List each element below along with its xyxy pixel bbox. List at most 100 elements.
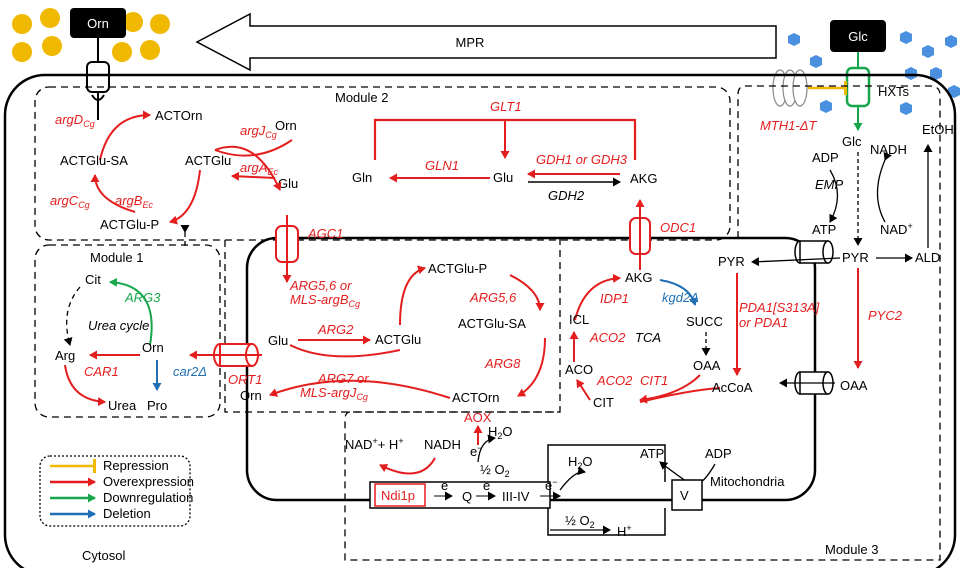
mito-arg8: ARG8 [484,356,521,371]
resp-atp: ATP [640,446,664,461]
orn-transporter-icon [86,61,110,93]
m2-argd: argDCg [55,112,95,129]
mito-pda1a: PDA1[S313A] [739,300,820,315]
mito-icl: ICL [569,312,589,327]
resp-iiiiv: III-IV [502,489,530,504]
mito-arg7: ARG7 or [317,371,369,386]
m3-emp: EMP [815,177,844,192]
resp-aox: AOX [464,410,492,425]
mito-actorn: ACTOrn [452,390,499,405]
mito-orn: Orn [240,388,262,403]
m2-glu: Glu [278,176,298,191]
mito-aco: ACO [565,362,593,377]
m3-nadh: NADH [870,142,907,157]
resp-adp: ADP [705,446,732,461]
m2-actorn: ACTOrn [155,108,202,123]
resp-halfo2-b: ½ O2 [565,513,595,530]
m3-etoh: EtOH [922,122,954,137]
m1-cit: Cit [85,272,101,287]
mito-mlsargb: MLS-argBCg [290,292,360,309]
module-2-pathway: ACTOrn argDCg ACTGlu-SA argJCg Orn ACTGl… [50,99,657,248]
m2-argb: argBEc [115,193,153,210]
mito-cit: CIT [593,395,614,410]
m3-ald: ALD [915,250,940,265]
mito-arg56b: ARG5,6 [469,290,517,305]
m3-pyr: PYR [842,250,869,265]
resp-h2o-b: H2O [568,454,593,471]
m2-gdh1: GDH1 or GDH3 [536,152,628,167]
m2-actglusa: ACTGlu-SA [60,153,128,168]
respiratory-chain: AOX H2O NAD++ H+ NADH e− ½ O2 Ndi1p e− Q… [345,410,732,539]
m3-pyc2: PYC2 [868,308,903,323]
legend-label-overexpression: Overexpression [103,474,194,489]
tca-cycle: ODC1 AKG IDP1 kgd2Δ ICL SUCC ACO2 TCA AC… [565,199,820,410]
legend: RepressionOverexpressionDownregulationDe… [39,455,194,527]
m2-arga: argAEc [240,160,278,177]
legend-label-deletion: Deletion [103,506,151,521]
m2-argc: argCCg [50,193,90,210]
mito-arg-pathway: AGC1 Glu ARG5,6 or MLS-argBCg ACTGlu-P A… [189,215,546,405]
mito-arg2: ARG2 [317,322,354,337]
m1-urea: Urea [108,398,137,413]
m3-oaa: OAA [840,378,868,393]
module-3-glycolysis: Glc NADH EtOH ADP EMP ATP NAD+ PYR ALD P… [751,122,954,395]
m2-gln: Gln [352,170,372,185]
mito-actglup: ACTGlu-P [428,261,487,276]
mito-agc1: AGC1 [307,226,343,241]
mito-ort1: ORT1 [228,372,262,387]
hxts-label: HXTs [878,84,910,99]
mito-arg-module-box [224,240,560,413]
m1-car1: CAR1 [84,364,119,379]
hxt-transporter-icon [845,66,871,108]
atp-synthase-box [671,479,703,511]
resp-ndi1p: Ndi1p [381,488,415,503]
resp-nadh: NADH [424,437,461,452]
ornithine-molecules [12,8,170,62]
module-3-box [344,85,941,561]
m3-atp: ATP [812,222,836,237]
mito-glu: Glu [268,333,288,348]
m2-orn: Orn [275,118,297,133]
resp-q: Q [462,489,472,504]
mito-idp1: IDP1 [600,291,629,306]
resp-e4: e− [545,477,558,493]
orn-export-box: Orn [70,8,126,120]
mitochondria-label: Mitochondria [710,474,785,489]
resp-halfo2: ½ O2 [480,462,510,479]
m1-pro: Pro [147,398,167,413]
mito-cit1: CIT1 [640,373,668,388]
mito-kgd2: kgd2Δ [662,290,699,305]
mito-arg56a: ARG5,6 or [289,278,352,293]
module-1-urea-cycle: Cit ARG3 Urea cycle Arg CAR1 Orn Urea ca… [55,272,207,413]
glc-import-box: Glc HXTs MTH1-ΔT [760,20,910,133]
resp-nad: NAD++ H+ [345,436,404,452]
mito-aco2b: ACO2 [596,373,633,388]
resp-e1: e− [470,443,483,459]
module-1-title: Module 1 [90,250,143,265]
m2-actglup: ACTGlu-P [100,217,159,232]
mito-akg: AKG [625,270,652,285]
mito-aco2a: ACO2 [589,330,626,345]
m2-glt1: GLT1 [490,99,522,114]
mpr-export-arrow: MPR [195,12,777,72]
module-3-title: Module 3 [825,542,878,557]
mth1-protein-icon [772,69,808,107]
m2-argj: argJCg [240,123,277,140]
m3-adp: ADP [812,150,839,165]
module-2-title: Module 2 [335,90,388,105]
mito-actglu: ACTGlu [375,332,421,347]
m3-nadp: NAD+ [880,221,913,237]
mito-odc1: ODC1 [660,220,696,235]
m1-arg: Arg [55,348,75,363]
mth1-label: MTH1-ΔT [760,118,817,133]
m2-glu2: Glu [493,170,513,185]
glc-box-label: Glc [848,29,868,44]
mito-actglusa: ACTGlu-SA [458,316,526,331]
resp-v: V [680,488,689,503]
m1-orn: Orn [142,340,164,355]
legend-label-downregulation: Downregulation [103,490,193,505]
mito-succ: SUCC [686,314,723,329]
mito-pda1b: or PDA1 [739,315,788,330]
m2-gln1: GLN1 [425,158,459,173]
resp-e2: e− [441,477,454,493]
